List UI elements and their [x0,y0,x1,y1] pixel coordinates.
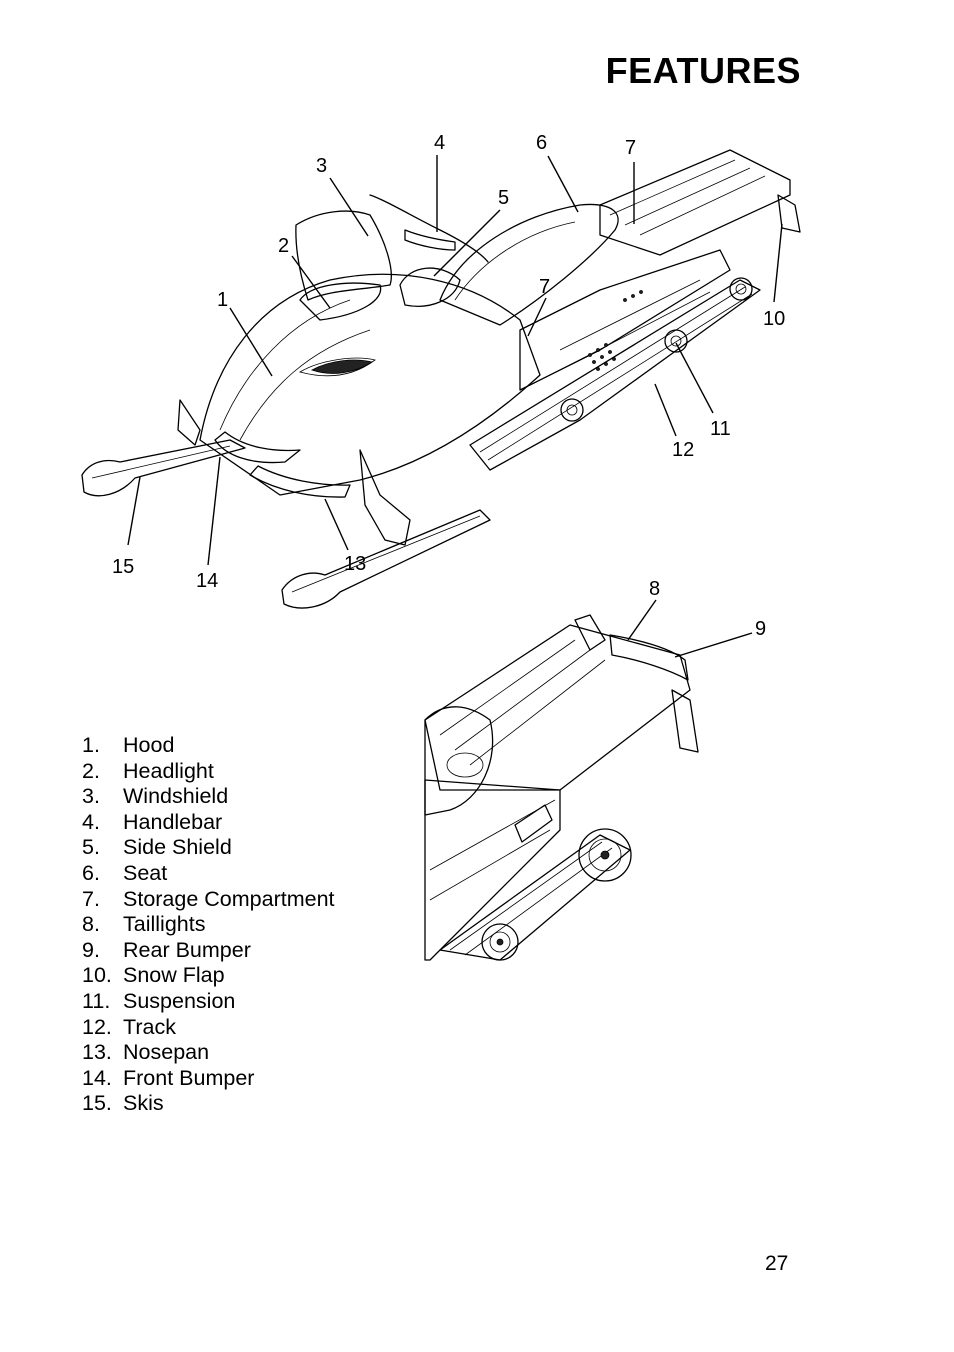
legend-item: 9. Rear Bumper [82,938,335,964]
callout-13: 13 [344,553,366,575]
legend-item: 6. Seat [82,861,335,887]
legend-label: Taillights [123,912,206,937]
callout-15: 15 [112,556,134,578]
legend-number: 15. [82,1091,112,1116]
callout-7-front: 7 [539,276,550,298]
legend-item: 5. Side Shield [82,835,335,861]
callout-12: 12 [672,439,694,461]
callout-1: 1 [217,289,228,311]
leader-lines [127,155,783,658]
callout-11: 11 [710,418,731,440]
legend-label: Suspension [123,988,236,1013]
legend-label: Skis [123,1091,164,1116]
legend-number: 7. [82,886,100,911]
callout-5: 5 [498,187,509,209]
snowmobile-drawing [81,149,801,609]
callout-4: 4 [434,132,445,154]
legend-label: Nosepan [123,1040,210,1065]
legend-item: 13. Nosepan [82,1040,335,1066]
legend-item: 2. Headlight [82,759,335,785]
legend-label: Snow Flap [123,963,225,988]
callout-7-rear: 7 [625,137,636,159]
legend-item: 1. Hood [82,733,335,759]
legend-number: 1. [82,733,100,757]
rear-detail-drawing [424,614,699,961]
callout-14: 14 [196,570,218,592]
legend-label: Side Shield [123,835,232,860]
callout-2: 2 [278,235,289,257]
legend-label: Rear Bumper [123,937,251,962]
legend-label: Front Bumper [123,1065,255,1090]
legend-number: 12. [82,1014,112,1039]
legend-number: 13. [82,1040,112,1065]
callout-8: 8 [649,578,660,600]
legend-item: 7. Storage Compartment [82,887,335,913]
legend-label: Windshield [123,784,229,809]
legend-label: Handlebar [123,809,223,834]
page-number: 27 [765,1252,789,1275]
callout-9: 9 [755,618,766,640]
page-title: FEATURES [605,50,801,91]
legend-number: 8. [82,912,100,937]
legend-label: Track [123,1014,176,1039]
legend-number: 6. [82,860,100,885]
callout-10: 10 [763,308,785,330]
legend-item: 11. Suspension [82,989,335,1015]
legend-number: 5. [82,835,100,860]
callout-3: 3 [316,155,327,177]
legend-number: 14. [82,1065,112,1090]
callout-6: 6 [536,132,547,154]
legend-item: 15. Skis [82,1091,335,1117]
legend-number: 2. [82,758,100,783]
legend-label: Storage Compartment [123,886,335,911]
legend-label: Hood [123,733,175,757]
legend-label: Seat [123,860,168,885]
legend-number: 11. [82,988,111,1013]
features-legend: 1. Hood 2. Headlight 3. Windshield 4. Handle… [82,733,335,1117]
legend-number: 10. [82,963,112,988]
legend-item: 14. Front Bumper [82,1066,335,1092]
legend-number: 4. [82,809,100,834]
legend-number: 3. [82,784,100,809]
legend-item: 10. Snow Flap [82,963,335,989]
legend-label: Headlight [123,758,214,783]
legend-item: 8. Taillights [82,912,335,938]
callout-labels: 1 2 3 4 5 6 7 7 8 9 10 11 12 13 14 15 [112,132,785,640]
legend-item: 3. Windshield [82,784,335,810]
legend-number: 9. [82,937,100,962]
legend-item: 12. Track [82,1015,335,1041]
legend-item: 4. Handlebar [82,810,335,836]
